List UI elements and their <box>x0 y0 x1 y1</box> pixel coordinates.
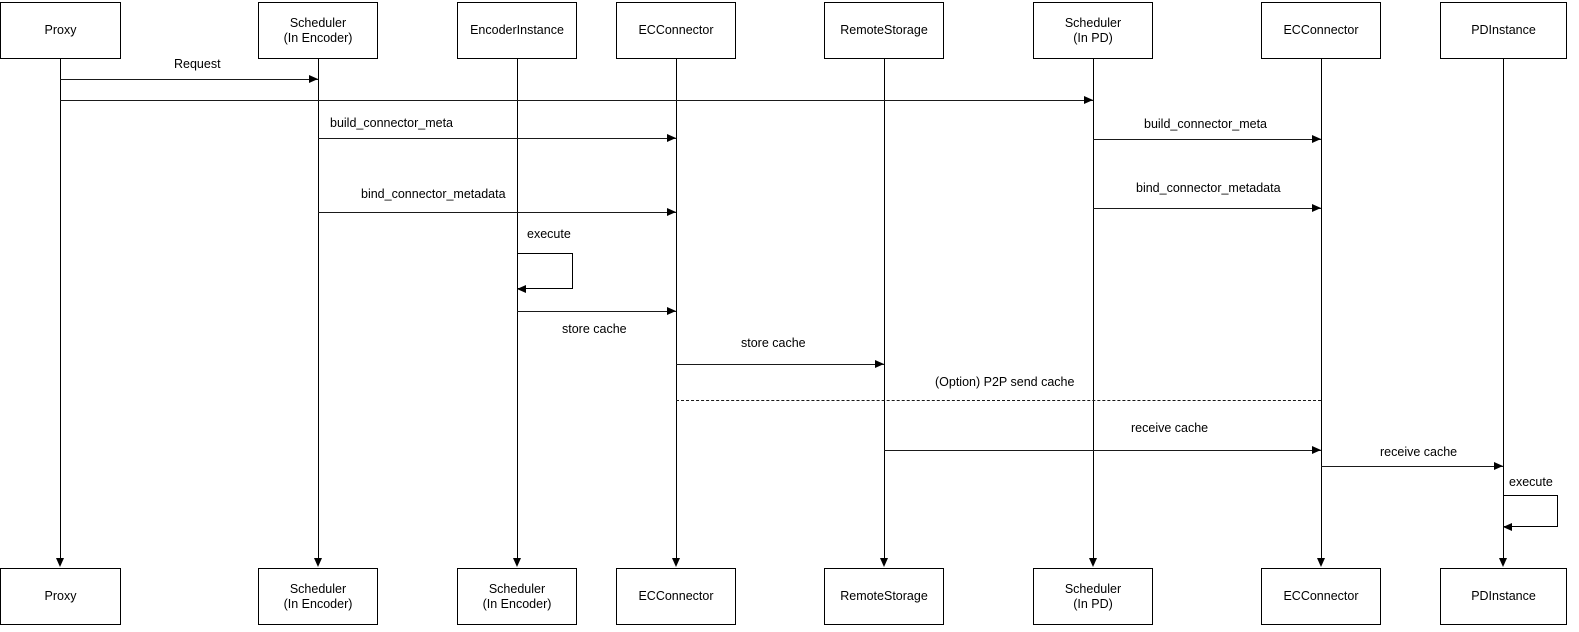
message-arrow-m11 <box>1494 462 1503 470</box>
message-label-m3: build_connector_meta <box>330 116 453 130</box>
message-line-m8 <box>676 364 884 365</box>
participant-header-ecc_pd[interactable]: ECConnector <box>1261 2 1381 59</box>
lifeline-sched_pd <box>1093 59 1094 558</box>
self-message-arrow-s1 <box>517 285 526 293</box>
message-label-m4: build_connector_meta <box>1144 117 1267 131</box>
lifeline-end-arrow-remote <box>880 558 888 567</box>
lifeline-end-arrow-encoder_inst <box>513 558 521 567</box>
message-line-m6 <box>1093 208 1321 209</box>
message-line-m5 <box>318 212 676 213</box>
message-line-m1 <box>60 79 318 80</box>
participant-footer-remote[interactable]: RemoteStorage <box>824 568 944 625</box>
message-arrow-m3 <box>667 134 676 142</box>
message-arrow-m1 <box>309 75 318 83</box>
participant-footer-proxy[interactable]: Proxy <box>0 568 121 625</box>
message-arrow-m5 <box>667 208 676 216</box>
lifeline-end-arrow-sched_enc <box>314 558 322 567</box>
self-message-loop-s2 <box>1503 495 1558 527</box>
message-label-m5: bind_connector_metadata <box>361 187 506 201</box>
message-line-m7 <box>517 311 676 312</box>
participant-header-sched_pd[interactable]: Scheduler (In PD) <box>1033 2 1153 59</box>
message-line-m2 <box>60 100 1093 101</box>
lifeline-end-arrow-ecc_enc <box>672 558 680 567</box>
lifeline-ecc_pd <box>1321 59 1322 558</box>
lifeline-encoder_inst <box>517 59 518 558</box>
participant-footer-encoder_inst[interactable]: Scheduler (In Encoder) <box>457 568 577 625</box>
self-message-label-s2: execute <box>1509 475 1553 489</box>
message-arrow-m6 <box>1312 204 1321 212</box>
self-message-arrow-s2 <box>1503 523 1512 531</box>
participant-footer-pd_inst[interactable]: PDInstance <box>1440 568 1567 625</box>
participant-footer-sched_pd[interactable]: Scheduler (In PD) <box>1033 568 1153 625</box>
self-message-loop-s1 <box>517 253 573 289</box>
self-message-label-s1: execute <box>527 227 571 241</box>
message-line-m11 <box>1321 466 1503 467</box>
participant-header-proxy[interactable]: Proxy <box>0 2 121 59</box>
participant-footer-ecc_pd[interactable]: ECConnector <box>1261 568 1381 625</box>
message-label-m10: receive cache <box>1131 421 1209 435</box>
message-line-m10 <box>884 450 1321 451</box>
message-line-m4 <box>1093 139 1321 140</box>
message-label-m7: store cache <box>562 322 627 336</box>
lifeline-end-arrow-sched_pd <box>1089 558 1097 567</box>
participant-header-encoder_inst[interactable]: EncoderInstance <box>457 2 577 59</box>
message-arrow-m8 <box>875 360 884 368</box>
participant-header-ecc_enc[interactable]: ECConnector <box>616 2 736 59</box>
participant-header-sched_enc[interactable]: Scheduler (In Encoder) <box>258 2 378 59</box>
message-line-m9 <box>676 400 1321 401</box>
message-line-m3 <box>318 138 676 139</box>
lifeline-pd_inst <box>1503 59 1504 558</box>
message-label-m1: Request <box>174 57 221 71</box>
message-label-m9: (Option) P2P send cache <box>935 375 1075 389</box>
message-arrow-m4 <box>1312 135 1321 143</box>
lifeline-proxy <box>60 59 61 558</box>
lifeline-sched_enc <box>318 59 319 558</box>
lifeline-end-arrow-proxy <box>56 558 64 567</box>
participant-footer-sched_enc[interactable]: Scheduler (In Encoder) <box>258 568 378 625</box>
lifeline-remote <box>884 59 885 558</box>
participant-header-remote[interactable]: RemoteStorage <box>824 2 944 59</box>
lifeline-end-arrow-pd_inst <box>1499 558 1507 567</box>
participant-header-pd_inst[interactable]: PDInstance <box>1440 2 1567 59</box>
participant-footer-ecc_enc[interactable]: ECConnector <box>616 568 736 625</box>
message-arrow-m2 <box>1084 96 1093 104</box>
message-arrow-m7 <box>667 307 676 315</box>
message-arrow-m10 <box>1312 446 1321 454</box>
lifeline-end-arrow-ecc_pd <box>1317 558 1325 567</box>
message-label-m8: store cache <box>741 336 806 350</box>
lifeline-ecc_enc <box>676 59 677 558</box>
message-label-m6: bind_connector_metadata <box>1136 181 1281 195</box>
message-label-m11: receive cache <box>1380 445 1458 459</box>
